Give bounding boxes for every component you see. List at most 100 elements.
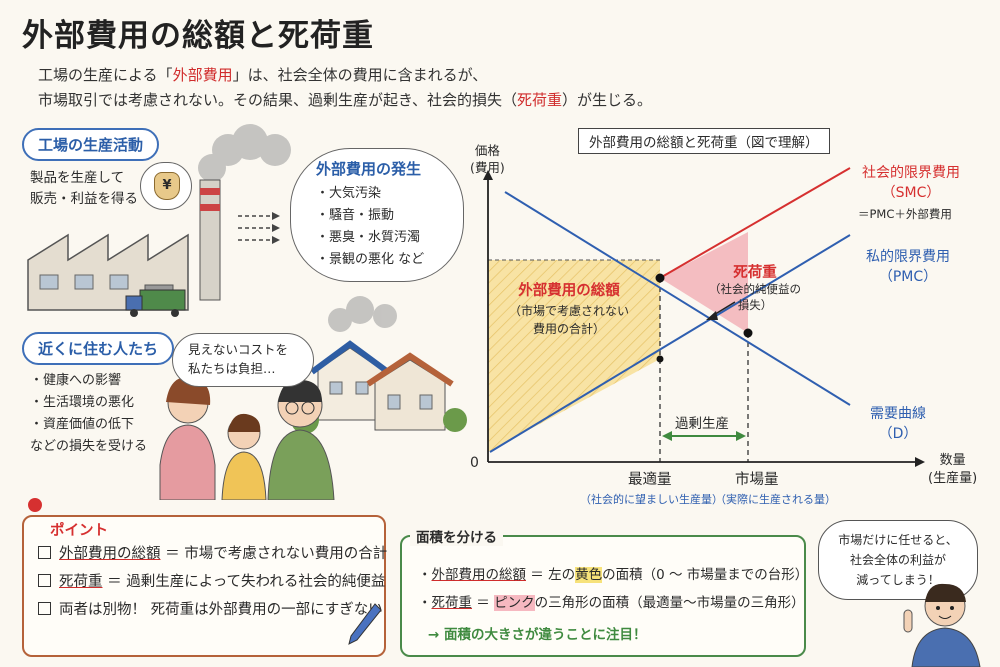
y-axis-label: 価格 (費用)	[470, 142, 505, 176]
checkbox-icon	[38, 546, 51, 559]
point-term: 外部費用の総額	[59, 546, 161, 562]
checkbox-icon	[38, 602, 51, 615]
market-quantity-sub: （実際に生産される量）	[715, 493, 836, 506]
smc-formula: ＝PMC＋外部費用	[858, 207, 952, 221]
demand-label: 需要曲線 （D）	[870, 404, 926, 444]
area-box	[400, 535, 806, 657]
pmc-at-market-point	[656, 355, 664, 363]
point-term: 死荷重	[59, 574, 103, 590]
area-header: 面積を分ける	[410, 526, 503, 546]
dashed-arrow-icon	[238, 215, 272, 241]
external-area-label: 外部費用の総額 （市場で考慮されない 費用の合計）	[494, 282, 644, 338]
excess-arrowhead-left-icon	[662, 431, 672, 441]
money-bag-icon: ¥	[154, 172, 180, 200]
external-cost-item: ・景観の悪化 など	[316, 252, 425, 267]
residents-item: ・生活環境の悪化	[30, 395, 135, 410]
thought-text: 見えないコストを 私たちは負担…	[188, 340, 288, 378]
smc-label-line: 社会的限界費用	[862, 165, 960, 181]
smc-curve	[659, 167, 851, 279]
house-icon	[310, 340, 454, 431]
x-axis-label: 数量 (生産量)	[928, 452, 977, 488]
external-area-title: 外部費用の総額	[518, 283, 620, 299]
residents-list: ・健康への影響 ・生活環境の悪化 ・資産価値の低下 などの損失を受ける	[30, 370, 147, 458]
speech-text: 市場だけに任せると、 社会全体の利益が 減ってしまう！	[830, 530, 966, 590]
money-bag-bubble: ¥	[140, 162, 192, 210]
optimal-quantity-label: 最適量	[628, 472, 672, 488]
page-title: 外部費用の総額と死荷重	[22, 18, 374, 54]
factory-description: 製品を生産して 販売・利益を得る	[30, 168, 138, 210]
point-text: ＝ 過剰生産によって失われる社会的純便益	[102, 574, 386, 590]
excess-arrowhead-right-icon	[736, 431, 746, 441]
demand-label-line: （D）	[878, 426, 918, 442]
x-axis-label-line: (生産量)	[928, 471, 978, 486]
residents-label: 近くに住む人たち	[22, 332, 175, 365]
intro-line-2: 市場取引では考慮されない。その結果、過剰生産が起き、社会的損失（死荷重）が生じる…	[38, 91, 652, 109]
external-area-line: 費用の合計）	[532, 322, 605, 336]
deadweight-line: 損失）	[737, 298, 773, 312]
points-list: 外部費用の総額 ＝ 市場で考慮されない費用の合計 死荷重 ＝ 過剰生産によって失…	[38, 540, 387, 624]
market-point	[743, 328, 753, 338]
optimal-quantity-sub: （社会的に望ましい生産量）	[580, 493, 723, 506]
point-text: ＝ 市場で考慮されない費用の合計	[160, 546, 388, 562]
deadweight-pointer-head-icon	[706, 311, 718, 320]
external-cost-area	[488, 260, 660, 452]
area-row-1: ・外部費用の総額 ＝ 左の黄色の面積（0 〜 市場量までの台形）	[418, 567, 809, 583]
smc-label: 社会的限界費用 （SMC）	[862, 163, 960, 203]
point-item: 両者は別物！ 死荷重は外部費用の一部にすぎない	[38, 596, 387, 624]
pushpin-icon	[28, 498, 42, 512]
y-axis-arrow-icon	[483, 170, 493, 180]
thought-bubble	[172, 333, 314, 387]
pmc-label-line: （PMC）	[878, 269, 938, 285]
points-header: ポイント	[50, 523, 108, 539]
external-cost-cloud	[290, 148, 464, 282]
external-area-line: （市場で考慮されない	[508, 304, 629, 318]
thought-line: 見えないコストを	[188, 342, 289, 357]
external-cost-list: ・大気汚染 ・騒音・振動 ・悪臭・水質汚濁 ・景観の悪化 など	[316, 183, 424, 271]
speech-line: 減ってしまう！	[856, 573, 940, 587]
x-axis-label-line: 数量	[939, 453, 966, 468]
boy-icon	[903, 583, 981, 667]
family-icon	[159, 376, 335, 500]
area-note: → 面積の大きさが違うことに注目！	[428, 627, 647, 643]
y-axis-label-line: (費用)	[470, 160, 505, 175]
pmc-curve	[489, 234, 851, 453]
intro-line-1: 工場の生産による「外部費用」は、社会全体の費用に含まれるが、	[38, 66, 488, 84]
demand-label-line: 需要曲線	[870, 406, 926, 422]
y-axis-label-line: 価格	[474, 143, 500, 158]
speech-bubble	[818, 520, 978, 600]
deadweight-line: （社会的純便益の	[709, 282, 801, 296]
thought-line: 私たちは負担…	[188, 361, 276, 376]
external-cost-item: ・悪臭・水質汚濁	[316, 230, 421, 245]
pmc-label-line: 私的限界費用	[866, 249, 950, 265]
smc-label-line: （SMC）	[881, 185, 941, 201]
truck-icon	[125, 289, 186, 317]
residents-item: ・資産価値の低下	[30, 417, 135, 432]
factory-illustration	[27, 124, 467, 500]
residents-item: などの損失を受ける	[30, 439, 148, 454]
external-cost-label: 外部費用の発生	[316, 160, 422, 178]
point-item: 外部費用の総額 ＝ 市場で考慮されない費用の合計	[38, 540, 387, 568]
deadweight-title: 死荷重	[733, 265, 777, 281]
external-cost-item: ・大気汚染	[316, 186, 382, 201]
factory-desc-line: 販売・利益を得る	[30, 191, 138, 207]
smoke-icon	[198, 124, 397, 332]
demand-curve	[504, 191, 851, 406]
x-axis-arrow-icon	[915, 457, 925, 467]
chart-title: 外部費用の総額と死荷重（図で理解）	[578, 128, 830, 154]
chimney-icon	[199, 179, 221, 301]
excess-production-label: 過剰生産	[672, 412, 732, 432]
area-row-2: ・死荷重 ＝ ピンクの三角形の面積（最適量〜市場量の三角形）	[418, 595, 805, 611]
economics-chart	[483, 167, 925, 467]
origin-label: 0	[470, 455, 479, 471]
checkbox-icon	[38, 574, 51, 587]
optimal-point	[655, 273, 665, 283]
market-quantity-label: 市場量	[735, 472, 779, 488]
points-box	[22, 515, 386, 657]
external-cost-item: ・騒音・振動	[316, 208, 395, 223]
factory-desc-line: 製品を生産して	[30, 170, 125, 186]
factory-label: 工場の生産活動	[22, 128, 160, 161]
pencil-icon	[348, 603, 382, 645]
pmc-label: 私的限界費用 （PMC）	[866, 247, 950, 287]
point-item: 死荷重 ＝ 過剰生産によって失われる社会的純便益	[38, 568, 387, 596]
speech-line: 市場だけに任せると、	[838, 533, 958, 547]
